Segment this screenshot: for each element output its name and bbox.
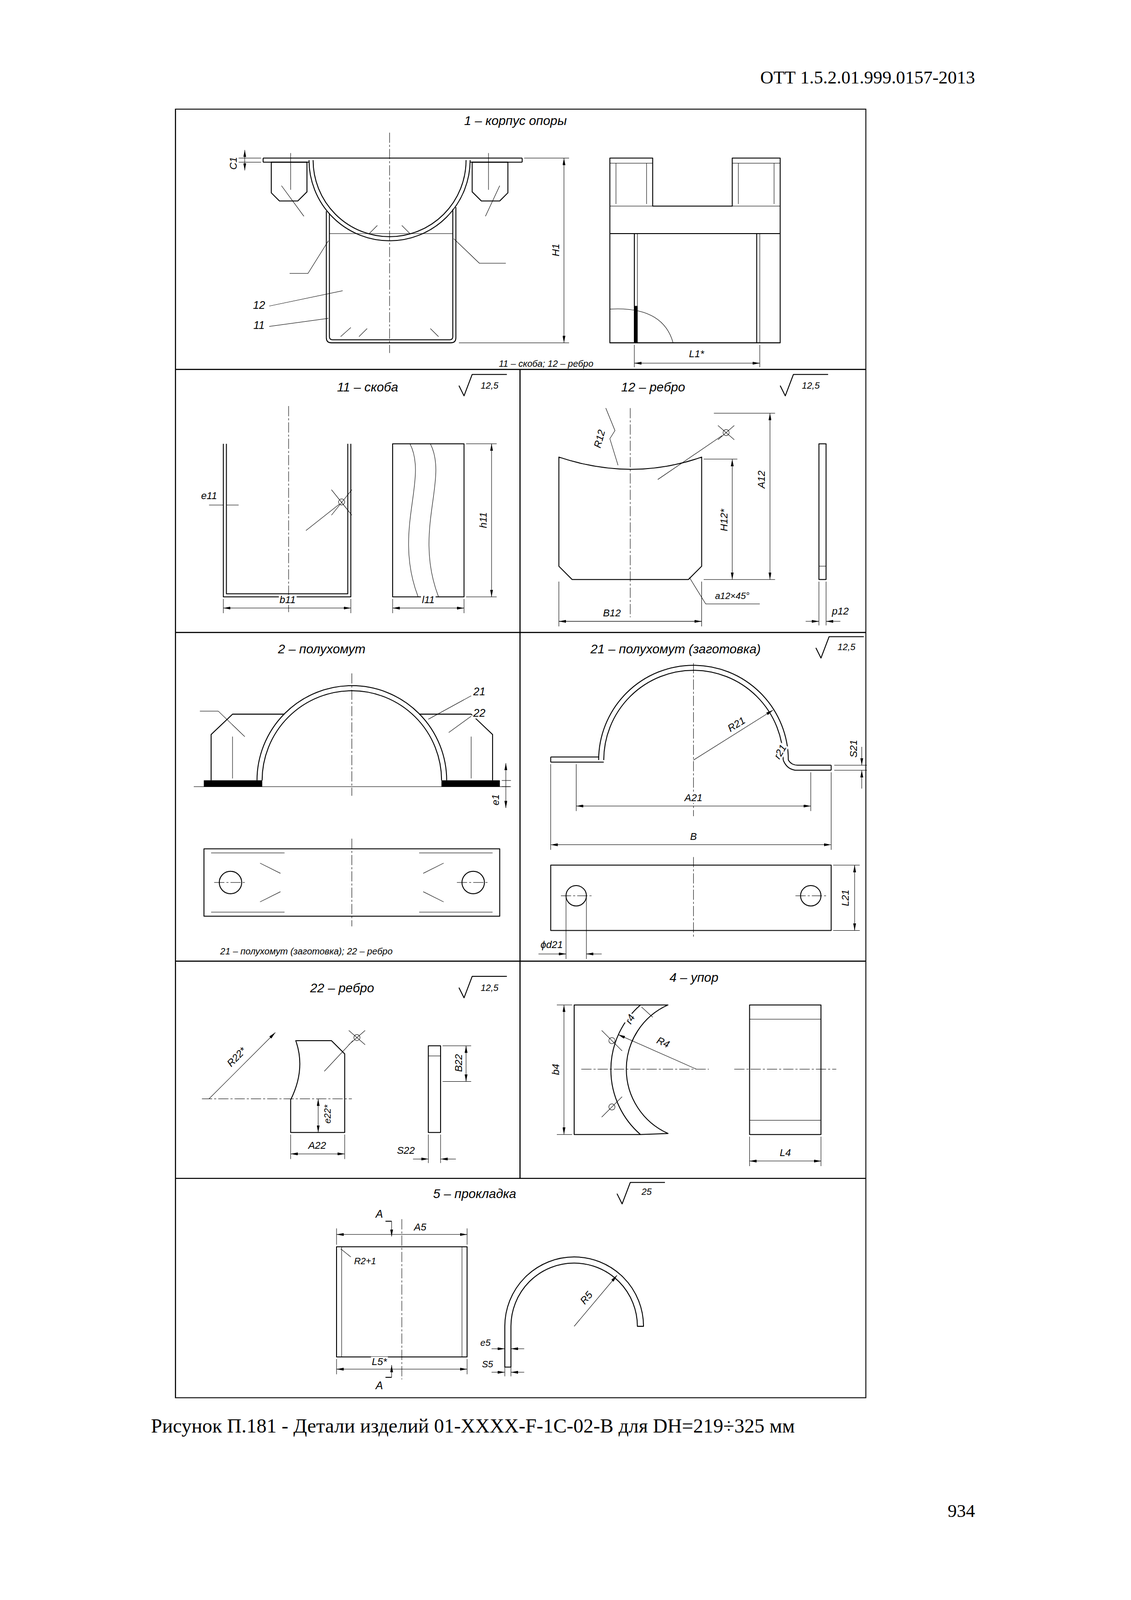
- panel-title: 5 – прокладка: [431, 1187, 518, 1200]
- drawing-panel: 4 – упор: [519, 960, 866, 1178]
- dimension-label: L5*: [370, 1356, 388, 1367]
- roughness-value: 12,5: [836, 642, 857, 652]
- drawing-panel: 11 – скоба: [175, 369, 521, 633]
- dimension-label: B: [689, 831, 698, 842]
- dimension-label: R4: [653, 1034, 672, 1050]
- drawing-panel: 2 – полухомут 21 – полухомут (заготовка);…: [175, 632, 521, 961]
- dimension-label: R22*: [224, 1044, 250, 1069]
- dimension-label: S21: [848, 738, 859, 759]
- panel-title: 22 – ребро: [308, 981, 376, 995]
- dimension-label: r4: [623, 1011, 638, 1026]
- dimension-label: L1*: [688, 348, 706, 359]
- roughness-value: 12,5: [479, 380, 500, 390]
- header-code: ОТТ 1.5.2.01.999.0157-2013: [759, 68, 976, 87]
- dimension-label: b11: [278, 594, 297, 605]
- roughness-value: 12,5: [800, 380, 821, 390]
- dimension-label: h11: [478, 511, 489, 530]
- dimension-label: A12: [756, 469, 767, 489]
- dimension-label: e11: [200, 490, 218, 501]
- callout-number: 12: [252, 299, 267, 311]
- dimension-label: e22*: [322, 1103, 333, 1124]
- dimension-label: e5: [479, 1337, 492, 1347]
- panel-note: 21 – полухомут (заготовка); 22 – ребро: [218, 946, 395, 956]
- dimension-label: r21: [771, 741, 789, 762]
- page-number: 934: [946, 1501, 976, 1520]
- dimension-label: S5: [481, 1359, 494, 1369]
- dimension-label: C1: [228, 155, 239, 171]
- panel-title: 4 – упор: [668, 970, 720, 984]
- dimension-label: l11: [420, 594, 436, 605]
- dimension-label: R5: [577, 1288, 596, 1307]
- roughness-value: 25: [640, 1186, 653, 1196]
- roughness-value: 12,5: [479, 982, 500, 992]
- dimension-label: L21: [840, 888, 851, 908]
- drawing-panel: 22 – ребро: [175, 960, 521, 1178]
- callout-number: 21: [472, 685, 487, 697]
- callout-number: 22: [472, 707, 487, 719]
- panel-title: 1 – корпус опоры: [462, 114, 569, 128]
- panel-title: 11 – скоба: [335, 380, 400, 394]
- figure-caption: Рисунок П.181 - Детали изделий 01-XXXX-F…: [150, 1414, 795, 1437]
- dimension-label: a12×45°: [714, 591, 751, 601]
- section-mark: A: [374, 1379, 384, 1391]
- dimension-label: H1: [550, 242, 561, 258]
- dimension-label: B12: [601, 607, 622, 618]
- drawing-panel: 5 – прокладка: [175, 1177, 867, 1398]
- callout-number: 11: [252, 319, 266, 331]
- dimension-label: R2+1: [352, 1255, 377, 1266]
- section-mark: A: [374, 1208, 384, 1220]
- dimension-label: S22: [395, 1145, 416, 1156]
- dimension-label: b4: [550, 1062, 561, 1075]
- panel-title: 21 – полухомут (заготовка): [589, 642, 763, 656]
- drawing-panel: 12 – ребро: [519, 369, 866, 633]
- dimension-label: B22: [453, 1053, 464, 1073]
- dimension-label: p12: [830, 606, 850, 617]
- panel-note: 11 – скоба; 12 – ребро: [497, 358, 595, 369]
- panel-title: 2 – полухомут: [276, 642, 367, 656]
- dimension-label: ϕd21: [539, 939, 564, 950]
- dimension-label: A21: [683, 792, 704, 803]
- drawing-panel: 1 – корпус опоры 11 – скоба; 12 – ребро: [175, 108, 867, 369]
- dimension-label: A22: [307, 1140, 327, 1151]
- dimension-label: L4: [778, 1147, 792, 1158]
- dimension-label: A5: [413, 1221, 428, 1232]
- panel-title: 12 – ребро: [619, 380, 687, 394]
- dimension-label: R21: [725, 714, 748, 734]
- dimension-label: R12: [592, 427, 608, 450]
- dimension-label: e1: [490, 793, 501, 806]
- dimension-label: H12*: [719, 508, 730, 533]
